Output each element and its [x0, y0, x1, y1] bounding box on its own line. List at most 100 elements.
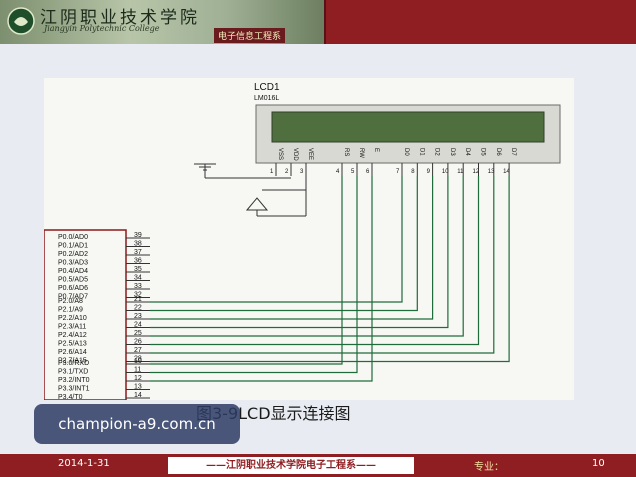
lcd-pin-name: D6 [495, 148, 501, 156]
mcu-pin-name: P3.2/INT0 [58, 377, 90, 384]
mcu-pin-number: 27 [134, 347, 142, 354]
contrast-pot-symbol [245, 178, 307, 217]
mcu-pin-number: 10 [134, 358, 142, 365]
mcu-pin-number: 28 [134, 356, 142, 363]
department-badge: 电子信息工程系 [214, 28, 286, 43]
mcu-pin-name: P3.3/INT1 [58, 386, 90, 393]
lcd-pin-number: 10 [442, 169, 449, 175]
mcu-pin-name: P2.5/A13 [58, 341, 87, 348]
mcu-pin-number: 22 [134, 305, 142, 312]
ground-symbol [194, 163, 291, 179]
mcu-pin-number: 34 [134, 275, 142, 282]
mcu-pin-name: P0.3/AD3 [58, 260, 88, 267]
page-number: 10 [592, 458, 605, 469]
mcu-pin-number: 38 [134, 241, 142, 248]
lcd-pin-name: RW [358, 148, 364, 158]
watermark-badge: champion-a9.com.cn [34, 404, 240, 444]
lcd-pin-name: D3 [449, 148, 455, 156]
mcu-chip-body [44, 229, 127, 400]
school-logo-icon [7, 7, 35, 35]
mcu-pin-number: 33 [134, 283, 142, 290]
lcd-pin-name: VEE [307, 148, 313, 160]
mcu-pin-number: 37 [134, 249, 142, 256]
mcu-pin-number: 21 [134, 296, 142, 303]
data-bus-wire [150, 176, 449, 329]
lcd-pin-number: 12 [473, 169, 480, 175]
mcu-pin-number: 14 [134, 392, 142, 399]
data-bus-wire [150, 176, 495, 354]
lcd-pin-number: 8 [411, 169, 415, 175]
school-banner: 江阴职业技术学院 Jiangyin Polytechnic College 电子… [0, 0, 326, 44]
mcu-pin-name: P3.0/RXD [58, 360, 89, 367]
mcu-pin-name: P0.5/AD5 [58, 277, 88, 284]
mcu-pin-number: 13 [134, 384, 142, 391]
mcu-pin-name: P0.4/AD4 [58, 268, 88, 275]
lcd-pin-number: 5 [351, 169, 355, 175]
mcu-pin-number: 39 [134, 232, 142, 239]
mcu-pin-number: 35 [134, 266, 142, 273]
control-wire [150, 176, 343, 365]
footer-major-label: 专业： [474, 462, 504, 473]
lcd-pin-number: 11 [457, 169, 464, 175]
control-wire [150, 176, 358, 374]
data-bus-wire [150, 176, 464, 337]
mcu-pin-name: P2.1/A9 [58, 307, 83, 314]
data-bus-wire [150, 176, 510, 363]
mcu-pin-number: 11 [134, 367, 141, 374]
mcu-pin-number: 32 [134, 292, 142, 299]
lcd-pin-name: D5 [480, 148, 486, 156]
data-bus-wire [150, 176, 418, 312]
lcd-pin-name: D7 [510, 148, 516, 156]
mcu-pin-name: P3.1/TXD [58, 369, 88, 376]
school-name: 江阴职业技术学院 [40, 8, 200, 28]
mcu-pin-number: 12 [134, 375, 142, 382]
mcu-pin-number: 36 [134, 258, 142, 265]
mcu-pin-name: P0.2/AD2 [58, 251, 88, 258]
lcd-pin-name: D2 [434, 148, 440, 156]
control-wire [150, 176, 373, 382]
data-bus-wire [150, 176, 434, 320]
lcd-pin-number: 14 [503, 169, 510, 175]
lcd-model-label: LM016L [254, 95, 279, 102]
lcd-pin-number: 2 [285, 169, 289, 175]
mcu-pin-name: P2.4/A12 [58, 332, 87, 339]
footer-department: ——江阴职业技术学院电子工程系—— [168, 457, 414, 474]
lcd-pin-name: D1 [418, 148, 424, 156]
lcd-screen [271, 111, 545, 143]
mcu-pin-name: P0.7/AD7 [58, 294, 88, 301]
lcd-name-label: LCD1 [254, 82, 280, 93]
lcd-pin-name: VDD [292, 148, 298, 161]
lcd-pin-number: 4 [336, 169, 340, 175]
lcd-pin-number: 13 [488, 169, 495, 175]
lcd-pin-name: VSS [277, 148, 283, 160]
mcu-pin-name: P0.1/AD1 [58, 243, 88, 250]
mcu-pin-number: 23 [134, 313, 142, 320]
mcu-pin-number: 25 [134, 330, 142, 337]
mcu-pin-name: P2.3/A11 [58, 324, 86, 331]
mcu-pin-name: P2.2/A10 [58, 315, 87, 322]
lcd-pin-name: RS [343, 148, 349, 156]
lcd-pin-number: 1 [270, 169, 274, 175]
data-bus-wire [150, 176, 480, 346]
lcd-pin-number: 7 [396, 169, 400, 175]
mcu-pin-name: P2.0/A8 [58, 298, 83, 305]
lcd-pin-name: D4 [464, 148, 470, 156]
lcd-pin-number: 6 [366, 169, 370, 175]
school-name-en: Jiangyin Polytechnic College [44, 24, 160, 33]
slide-header: 江阴职业技术学院 Jiangyin Polytechnic College 电子… [0, 0, 636, 44]
schematic-diagram: LCD1 LM016L VSS 1 VDD 2 VEE 3 RS 4 RW 5 E 6 D0 7 D1 8 D2… [44, 82, 561, 400]
mcu-pin-number: 24 [134, 322, 142, 329]
slide-footer: 2014-1-31 ——江阴职业技术学院电子工程系—— 专业： 10 [0, 454, 636, 477]
mcu-pin-number: 26 [134, 339, 142, 346]
lcd-pin-number: 3 [300, 169, 304, 175]
lcd-pin-name: E [373, 148, 379, 152]
footer-date: 2014-1-31 [58, 458, 110, 469]
lcd-pin-number: 9 [427, 169, 431, 175]
mcu-pin-name: P0.6/AD6 [58, 285, 88, 292]
mcu-pin-name: P3.4/T0 [58, 394, 83, 400]
mcu-pin-name: P2.6/A14 [58, 349, 87, 356]
lcd-schematic-figure: LCD1 LM016L VSS 1 VDD 2 VEE 3 RS 4 RW 5 E 6 D0 7 D1 8 D2… [44, 78, 574, 400]
lcd-pin-name: D0 [403, 148, 409, 156]
mcu-pin-name: P0.0/AD0 [58, 234, 88, 241]
data-bus-wire [150, 176, 403, 303]
